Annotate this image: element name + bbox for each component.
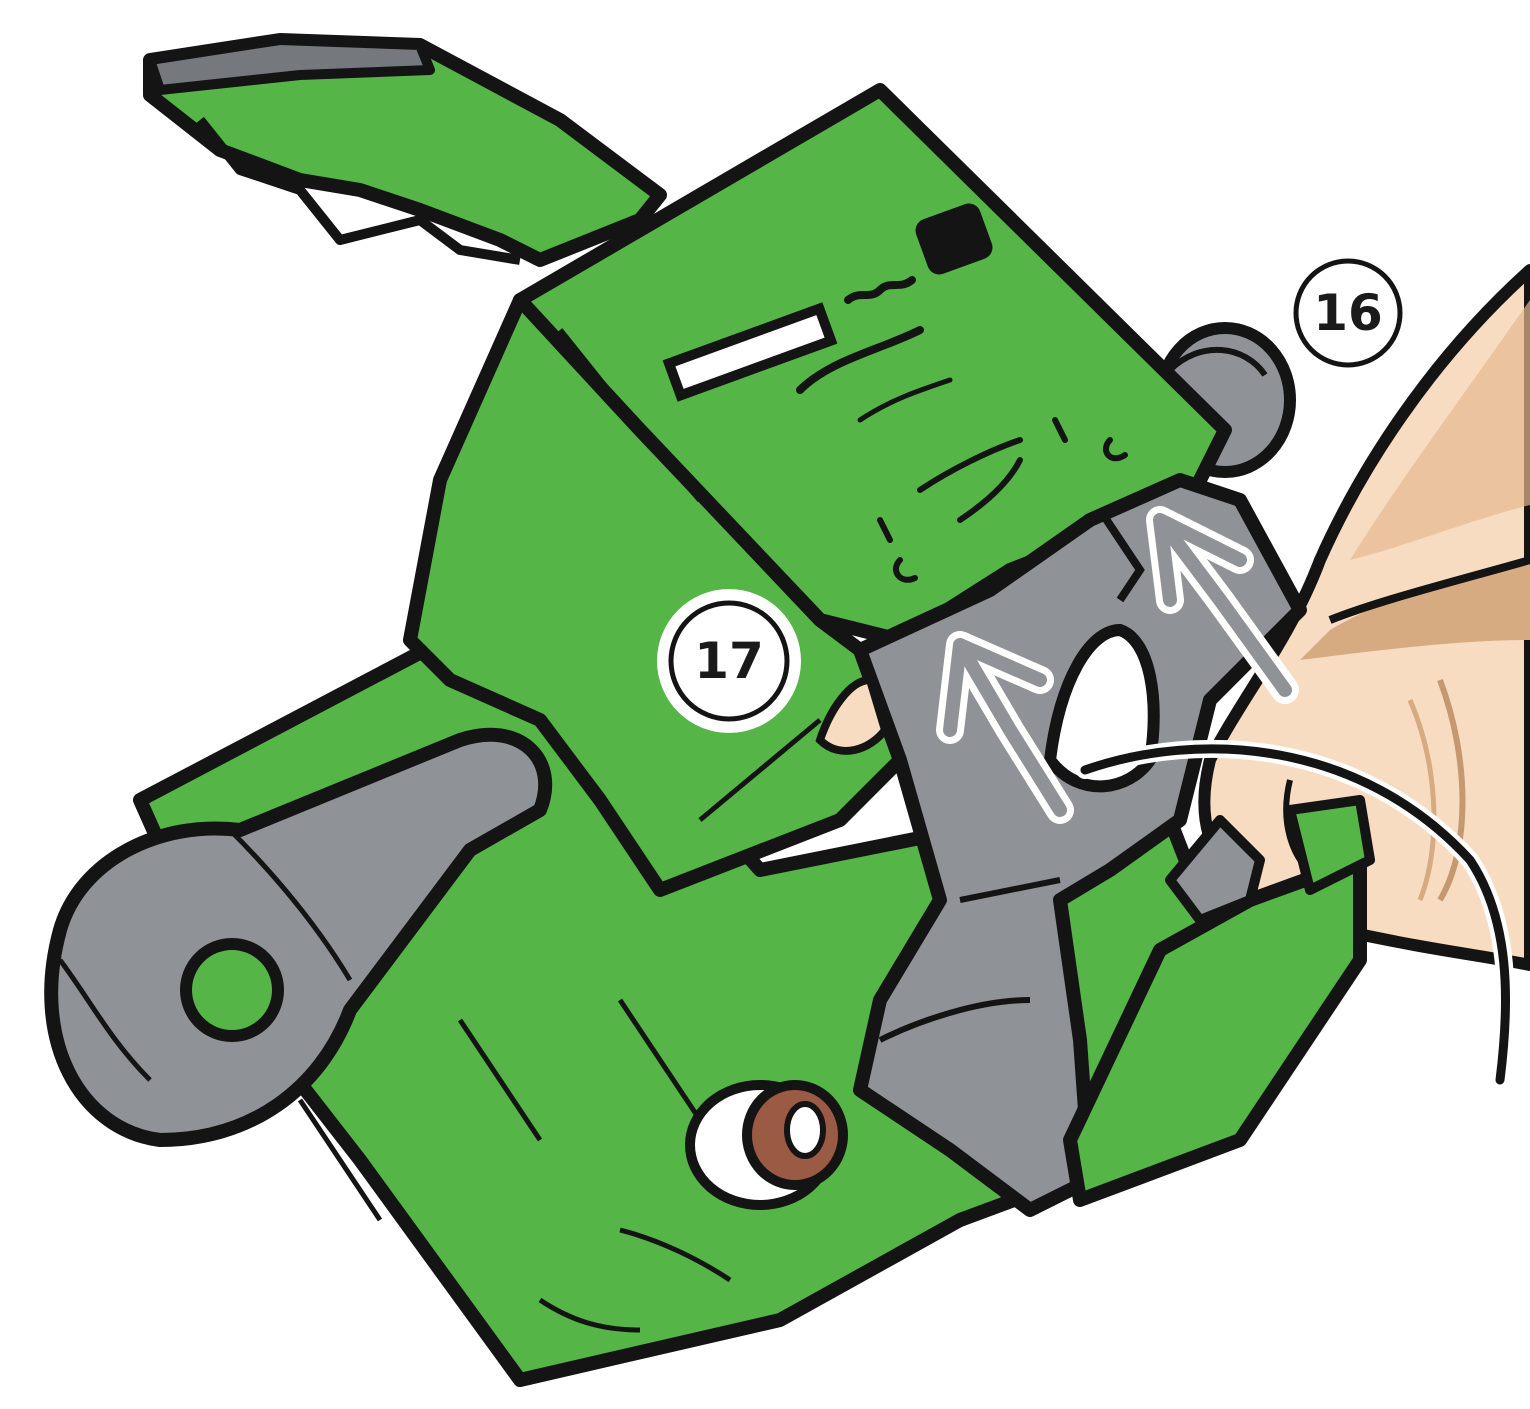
callout-16-label: 16 [1313, 284, 1383, 342]
callout-16: 16 [1296, 261, 1400, 365]
callout-17: 17 [657, 589, 801, 733]
callout-17-label: 17 [694, 632, 764, 690]
top-fin [150, 40, 660, 260]
pivot-hole-icon [186, 944, 278, 1036]
